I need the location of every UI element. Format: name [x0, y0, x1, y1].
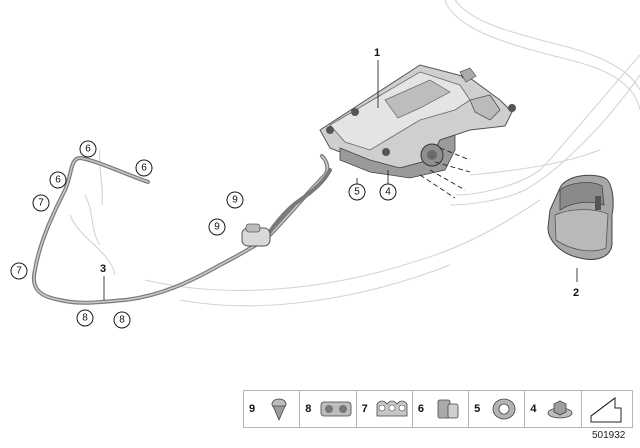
- svg-text:7: 7: [16, 266, 22, 277]
- hose-clamp-icon: [437, 399, 459, 419]
- leader-lines: [103, 60, 578, 300]
- reference-number: 501932: [592, 430, 626, 441]
- cover-part-2: [547, 174, 614, 260]
- legend-item-arrow: [582, 391, 632, 427]
- legend-number: 8: [305, 403, 312, 415]
- fastener-legend: 9 8 7 6 5: [243, 390, 633, 428]
- legend-item-4: 4: [525, 391, 582, 427]
- legend-number: 4: [530, 403, 537, 415]
- svg-text:8: 8: [82, 313, 88, 324]
- assembly-dashed-lines: [419, 147, 471, 199]
- svg-text:6: 6: [141, 163, 147, 174]
- svg-text:8: 8: [119, 315, 125, 326]
- svg-text:5: 5: [354, 187, 360, 198]
- legend-item-8: 8: [300, 391, 357, 427]
- legend-number: 7: [361, 403, 368, 415]
- callout-5: 5: [348, 183, 366, 201]
- legend-item-7: 7: [357, 391, 413, 427]
- svg-text:6: 6: [85, 144, 91, 155]
- svg-text:4: 4: [385, 187, 391, 198]
- callout-8-b: 8: [113, 311, 131, 329]
- svg-text:9: 9: [214, 222, 220, 233]
- legend-item-9: 9: [244, 391, 301, 427]
- part-label-3: 3: [100, 263, 106, 275]
- legend-number: 6: [417, 403, 424, 415]
- callout-8-a: 8: [76, 309, 94, 327]
- hex-nut-icon: [548, 400, 573, 419]
- hose-connector: [241, 223, 271, 247]
- double-hose-holder-icon: [320, 401, 352, 417]
- callout-7-a: 7: [32, 194, 50, 212]
- part-label-2: 2: [573, 287, 579, 299]
- callout-6-c: 6: [49, 171, 67, 189]
- triple-hose-clip-icon: [376, 400, 407, 417]
- module-bracket-part-1: [319, 64, 516, 179]
- part-label-1: 1: [374, 47, 380, 59]
- callout-6-a: 6: [79, 140, 97, 158]
- svg-text:9: 9: [232, 195, 238, 206]
- callout-6-b: 6: [135, 159, 153, 177]
- legend-number: 9: [249, 403, 256, 415]
- legend-item-6: 6: [413, 391, 470, 427]
- rubber-grommet-icon: [492, 398, 516, 420]
- pipe-line-assembly: [31, 154, 332, 305]
- ghost-background-lines: [69, 0, 640, 307]
- legend-number: 5: [474, 403, 481, 415]
- legend-item-5: 5: [469, 391, 526, 427]
- svg-text:7: 7: [38, 198, 44, 209]
- svg-text:6: 6: [55, 175, 61, 186]
- pointer-arrow-icon: [590, 397, 622, 423]
- clip-icon: [271, 398, 287, 422]
- callout-9-b: 9: [208, 218, 226, 236]
- callout-9-a: 9: [226, 191, 244, 209]
- callout-4: 4: [379, 183, 397, 201]
- callout-7-b: 7: [10, 262, 28, 280]
